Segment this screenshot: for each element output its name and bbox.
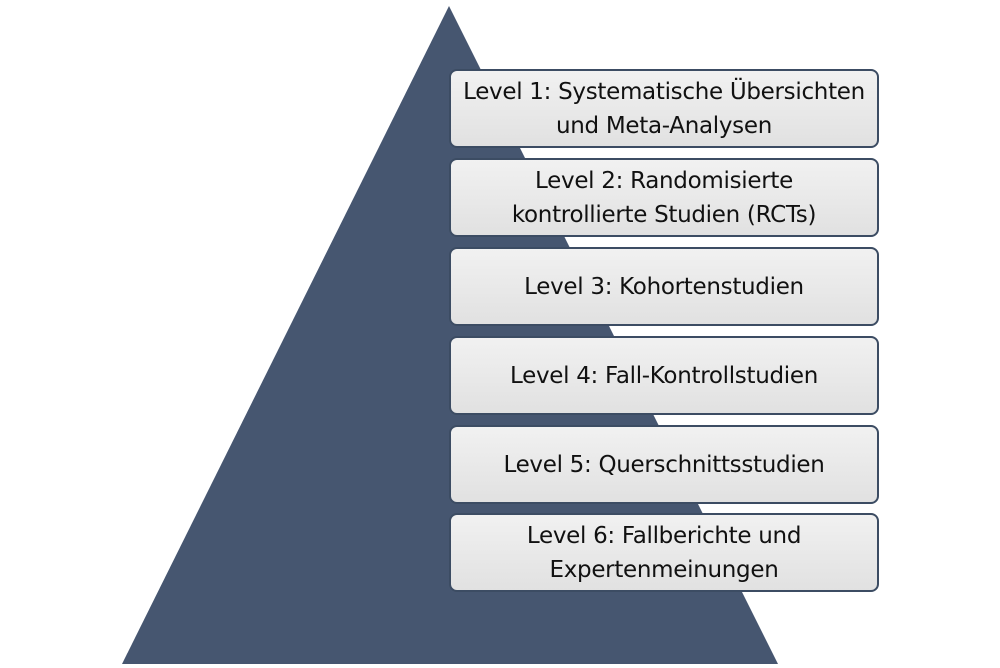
level-6-box: Level 6: Fallberichte und Expertenmeinun… <box>449 513 879 592</box>
level-4-line-1: Level 4: Fall-Kontrollstudien <box>509 362 818 389</box>
level-3-box: Level 3: Kohortenstudien <box>449 247 879 326</box>
level-3-line-1: Level 3: Kohortenstudien <box>524 273 804 300</box>
level-5-box: Level 5: Querschnittsstudien <box>449 425 879 504</box>
level-5-line-1: Level 5: Querschnittsstudien <box>503 451 825 478</box>
level-3-text: Level 3: Kohortenstudien <box>524 270 804 304</box>
level-1-box: Level 1: Systematische Übersichten und M… <box>449 69 879 148</box>
level-2-box: Level 2: Randomisierte kontrollierte Stu… <box>449 158 879 237</box>
level-1-text: Level 1: Systematische Übersichten und M… <box>463 75 865 143</box>
level-6-line-1: Level 6: Fallberichte und <box>526 522 802 549</box>
level-6-text: Level 6: Fallberichte und Expertenmeinun… <box>526 519 802 587</box>
level-6-line-2: Expertenmeinungen <box>549 556 779 583</box>
level-1-line-1: Level 1: Systematische Übersichten <box>463 78 865 105</box>
level-2-line-2: kontrollierte Studien (RCTs) <box>511 201 817 228</box>
level-2-text: Level 2: Randomisierte kontrollierte Stu… <box>511 164 817 232</box>
level-4-box: Level 4: Fall-Kontrollstudien <box>449 336 879 415</box>
level-1-line-2: und Meta-Analysen <box>556 112 772 139</box>
level-5-text: Level 5: Querschnittsstudien <box>503 448 824 482</box>
level-2-line-1: Level 2: Randomisierte <box>535 167 793 194</box>
level-4-text: Level 4: Fall-Kontrollstudien <box>510 359 818 393</box>
